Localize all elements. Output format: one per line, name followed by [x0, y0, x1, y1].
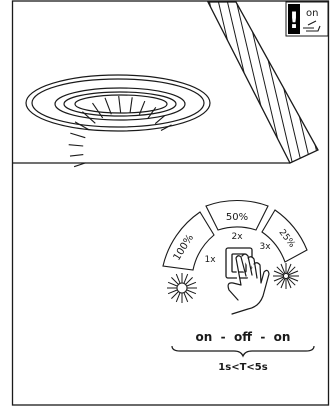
dim-light-burst-icon [167, 273, 197, 303]
wall-hatch-line [226, 2, 268, 163]
burst-ray [280, 278, 286, 289]
frame-border [11, 0, 330, 406]
burst-ray [280, 263, 286, 274]
burst-ray [273, 270, 284, 276]
burst-ray [276, 266, 285, 275]
burst-ray [171, 277, 179, 285]
wall-hatch-line [217, 2, 259, 163]
burst-ray [167, 289, 178, 295]
warning-mark: ! [289, 9, 299, 34]
burst-ray [287, 266, 296, 275]
burst-ray [286, 278, 292, 289]
burst-ray [286, 263, 292, 274]
switch-sequence: on - off - on 1s<T<5s [171, 330, 315, 373]
light-ray [70, 132, 86, 139]
wall-hatch-line [208, 2, 250, 163]
level-50-label: 50% [226, 212, 248, 223]
press-2x-label: 2x [231, 232, 243, 242]
burst-ray [167, 281, 178, 287]
light-ray [82, 111, 96, 124]
light-ray [118, 96, 122, 113]
press-1x-label: 1x [204, 255, 216, 265]
pressing-hand-icon [227, 253, 270, 315]
burst-ray [185, 291, 193, 299]
light-ray [129, 97, 133, 113]
burst-ray [276, 277, 285, 286]
light-ray [138, 100, 146, 115]
bright-light-burst-icon [273, 263, 299, 289]
burst-ray [186, 281, 197, 287]
switch-steps-label: on - off - on [196, 330, 291, 344]
light-ray [69, 154, 84, 157]
burst-ray [185, 277, 193, 285]
downlight-fixture [25, 74, 211, 132]
notice-on-label: on [306, 8, 318, 19]
warning-mark-icon [288, 4, 300, 34]
burst-ray [287, 277, 296, 286]
light-ray [74, 121, 90, 131]
light-ray [92, 102, 104, 119]
burst-ray [288, 276, 299, 282]
arc-segment-25 [261, 209, 308, 263]
burst-core [176, 282, 188, 294]
arc-segment-100 [162, 211, 215, 271]
light-ray [160, 124, 172, 131]
light-ray [154, 114, 166, 125]
timing-label: 1s<T<5s [218, 362, 267, 373]
press-3x-label: 3x [259, 242, 271, 252]
burst-ray [288, 270, 299, 276]
burst-ray [186, 289, 197, 295]
burst-ray [273, 276, 284, 282]
light-ray [68, 144, 84, 147]
arc-segment-50 [205, 200, 269, 231]
burst-ray [183, 273, 189, 284]
dimming-level-arc: 100% 50% 25% 1x 2x 3x [162, 200, 308, 271]
switch-icon [303, 20, 321, 32]
wall-hatch-line [235, 2, 277, 163]
light-ray [73, 162, 86, 168]
burst-ray [183, 292, 189, 303]
sequence-brace [171, 345, 315, 358]
light-ray [147, 106, 157, 119]
burst-ray [171, 291, 179, 299]
burst-ray [175, 273, 181, 284]
burst-core [283, 273, 289, 279]
notice-badge: ! on [285, 1, 329, 37]
burst-ray [175, 292, 181, 303]
light-rays [68, 96, 172, 168]
light-ray [104, 97, 112, 115]
